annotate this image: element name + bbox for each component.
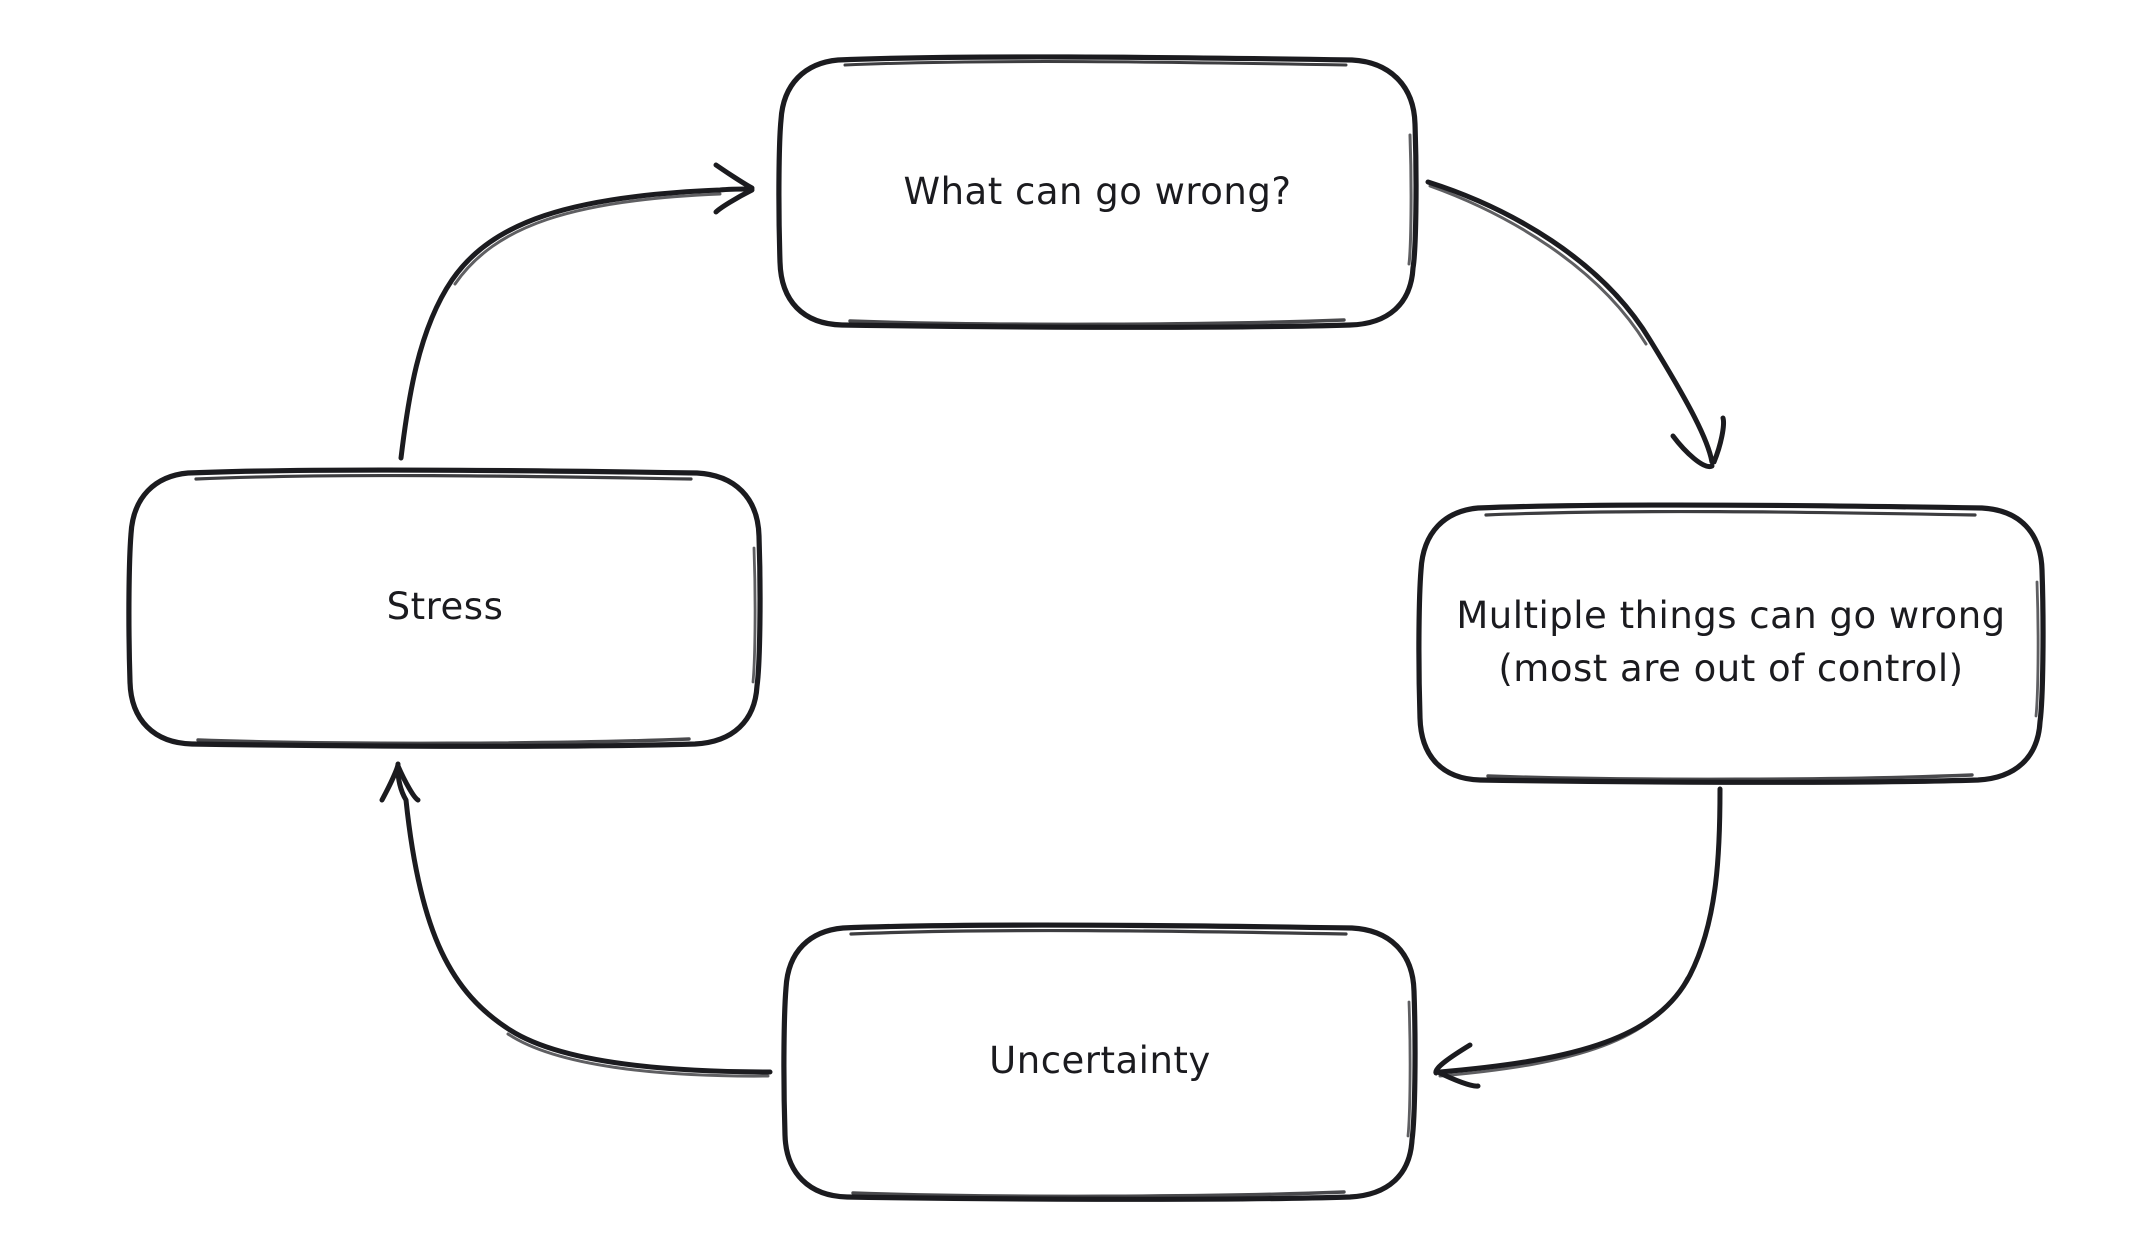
node-shape-what-can-go-wrong[interactable]: [776, 54, 1419, 330]
node-shape-multiple-things[interactable]: [1416, 502, 2046, 785]
node-shape-uncertainty[interactable]: [781, 922, 1418, 1202]
edge-multiple-things-to-uncertainty: [1433, 786, 1723, 1089]
node-shape-stress[interactable]: [126, 467, 763, 749]
edge-uncertainty-to-stress: [379, 761, 773, 1078]
edge-stress-to-what-can-go-wrong: [398, 162, 755, 461]
edge-what-can-go-wrong-to-multiple-things: [1425, 179, 1726, 469]
